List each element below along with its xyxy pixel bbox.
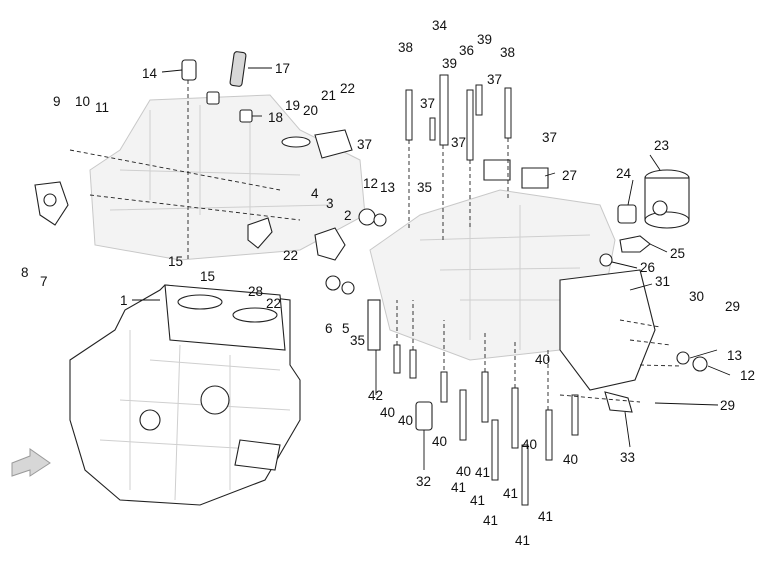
sleeve-35 bbox=[367, 299, 381, 351]
callout-22b: 22 bbox=[283, 248, 298, 263]
pump-body-3 bbox=[314, 227, 346, 261]
callout-9: 9 bbox=[53, 94, 61, 109]
callout-18: 18 bbox=[268, 110, 283, 125]
gasket-19 bbox=[281, 136, 311, 148]
callout-29b: 29 bbox=[720, 398, 735, 413]
callout-40e: 40 bbox=[522, 437, 537, 452]
callout-4: 4 bbox=[311, 186, 319, 201]
ring-6b bbox=[341, 281, 355, 295]
dowel-17 bbox=[229, 51, 247, 87]
callout-23: 23 bbox=[654, 138, 669, 153]
callout-40g: 40 bbox=[456, 464, 471, 479]
callout-26: 26 bbox=[640, 260, 655, 275]
callout-42: 42 bbox=[368, 388, 383, 403]
callout-41a: 41 bbox=[451, 480, 466, 495]
bearing-shells-27 bbox=[483, 159, 549, 189]
ghost-upper-crankcase bbox=[89, 94, 366, 261]
callout-15b: 15 bbox=[200, 269, 215, 284]
callout-10: 10 bbox=[75, 94, 90, 109]
callout-38: 38 bbox=[398, 40, 413, 55]
side-cover-31 bbox=[559, 269, 656, 391]
callout-37b: 37 bbox=[487, 72, 502, 87]
upper-bolts bbox=[405, 74, 512, 161]
washer-26 bbox=[599, 253, 613, 267]
callout-12b: 12 bbox=[740, 368, 755, 383]
dowel-14b bbox=[206, 91, 220, 105]
callout-5: 5 bbox=[342, 321, 350, 336]
fitting-32 bbox=[415, 401, 433, 431]
oil-filter-23 bbox=[644, 169, 690, 229]
callout-32: 32 bbox=[416, 474, 431, 489]
callout-24: 24 bbox=[616, 166, 632, 181]
callout-40c: 40 bbox=[398, 413, 413, 428]
callout-40a: 40 bbox=[535, 352, 550, 367]
callout-31: 31 bbox=[655, 274, 670, 289]
callout-27: 27 bbox=[562, 168, 577, 183]
engine-block-assembly bbox=[69, 284, 301, 506]
callout-14: 14 bbox=[142, 66, 158, 81]
dowel-18 bbox=[239, 109, 253, 123]
callout-22c: 22 bbox=[266, 296, 281, 311]
callout-33: 33 bbox=[620, 450, 635, 465]
callout-39b: 39 bbox=[442, 56, 457, 71]
callout-13: 13 bbox=[380, 180, 395, 195]
callout-15: 15 bbox=[168, 254, 183, 269]
callout-41f: 41 bbox=[515, 533, 530, 548]
callout-37e: 37 bbox=[542, 130, 557, 145]
callout-29: 29 bbox=[725, 299, 740, 314]
orientation-arrow-icon bbox=[11, 448, 51, 477]
callout-2: 2 bbox=[344, 208, 352, 223]
callout-11: 11 bbox=[95, 100, 109, 115]
callout-41b: 41 bbox=[475, 465, 490, 480]
callout-7: 7 bbox=[40, 274, 48, 289]
callout-13b: 13 bbox=[727, 348, 742, 363]
bracket-28 bbox=[247, 217, 273, 249]
callout-40d: 40 bbox=[432, 434, 447, 449]
adapter-24 bbox=[617, 204, 637, 224]
seal-6 bbox=[325, 275, 341, 291]
callout-8: 8 bbox=[21, 265, 29, 280]
callout-19: 19 bbox=[285, 98, 300, 113]
callout-1: 1 bbox=[120, 293, 128, 308]
callout-37c: 37 bbox=[357, 137, 372, 152]
callout-41g: 41 bbox=[470, 493, 485, 508]
seal-2 bbox=[358, 208, 376, 226]
sensor-33 bbox=[604, 391, 633, 413]
dowel-14 bbox=[181, 59, 197, 81]
callout-38b: 38 bbox=[500, 45, 515, 60]
callout-41d: 41 bbox=[538, 509, 553, 524]
callout-30: 30 bbox=[689, 289, 704, 304]
ring-13 bbox=[373, 213, 387, 227]
assembly-lines bbox=[69, 80, 681, 410]
callout-12: 12 bbox=[363, 176, 378, 191]
callout-39: 39 bbox=[477, 32, 492, 47]
breather-cover-20 bbox=[314, 129, 353, 159]
ring-13b bbox=[676, 351, 690, 365]
callout-37d: 37 bbox=[451, 135, 466, 150]
callout-28: 28 bbox=[248, 284, 263, 299]
callout-34: 34 bbox=[432, 18, 448, 33]
plug-12b bbox=[692, 356, 708, 372]
sensor-25 bbox=[619, 235, 651, 253]
callout-17: 17 bbox=[275, 61, 290, 76]
callout-6: 6 bbox=[325, 321, 333, 336]
callout-25: 25 bbox=[670, 246, 685, 261]
callout-21: 21 bbox=[321, 88, 336, 103]
leader-lines bbox=[132, 67, 731, 470]
callout-22: 22 bbox=[340, 81, 355, 96]
callout-37a: 37 bbox=[420, 96, 435, 111]
callout-41c: 41 bbox=[503, 486, 518, 501]
callout-labels: 1 2 3 4 5 6 7 8 9 10 11 12 12 13 13 14 1… bbox=[21, 18, 755, 548]
callout-20: 20 bbox=[303, 103, 318, 118]
callout-35b: 35 bbox=[350, 333, 365, 348]
callout-35: 35 bbox=[417, 180, 432, 195]
cover-plate-7 bbox=[34, 181, 69, 226]
callout-41e: 41 bbox=[483, 513, 498, 528]
callout-36: 36 bbox=[459, 43, 474, 58]
callout-40f: 40 bbox=[563, 452, 578, 467]
callout-3: 3 bbox=[326, 196, 334, 211]
callout-40b: 40 bbox=[380, 405, 395, 420]
